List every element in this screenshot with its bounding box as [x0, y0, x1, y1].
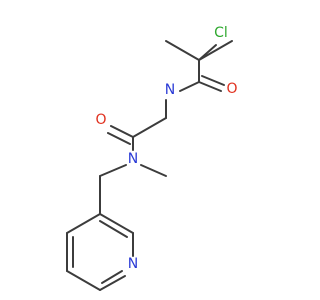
bond [140, 164, 167, 177]
bond [99, 275, 126, 291]
bond [110, 125, 134, 138]
bond [101, 270, 123, 284]
bond [66, 213, 101, 234]
atom-label-amine-nitrogen: N [128, 151, 138, 167]
bond [99, 213, 134, 234]
bonds [66, 40, 233, 291]
bond [132, 117, 167, 138]
bond [198, 40, 233, 61]
background [0, 0, 300, 300]
atom-label-chlorine: Cl [214, 25, 228, 41]
bond [201, 75, 225, 86]
bond [99, 164, 127, 177]
bond [198, 81, 222, 92]
atom-label-amide-nitrogen: N [165, 82, 175, 98]
atom-label-oxygen-2: O [95, 112, 106, 128]
bond [165, 40, 200, 61]
atom-label-oxygen-1: O [226, 81, 237, 97]
bond [198, 44, 217, 61]
bond [99, 220, 128, 238]
atom-label-pyridine-nitrogen: N [128, 256, 138, 272]
bond [107, 132, 131, 145]
molecule-diagram: Cl N O O N N [0, 0, 300, 300]
bond [66, 270, 101, 291]
atom-labels: Cl N O O N N [95, 25, 237, 272]
bond [179, 81, 200, 92]
